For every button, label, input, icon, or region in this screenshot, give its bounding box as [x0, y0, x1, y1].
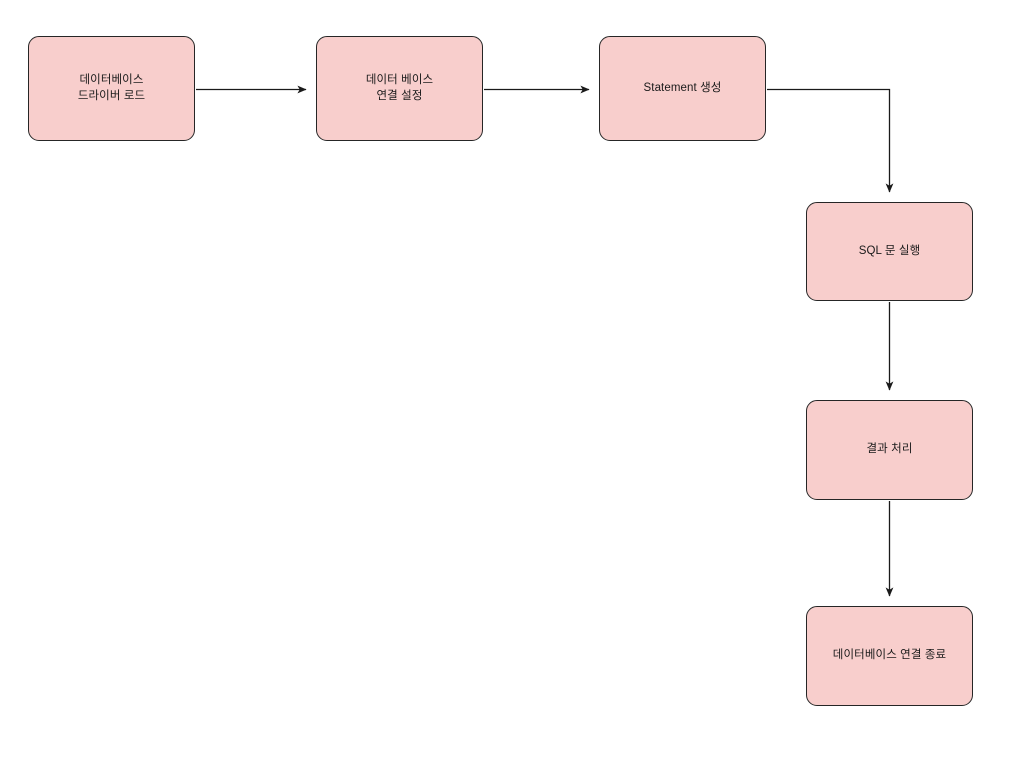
edge-create-statement-to-execute-sql — [767, 88, 894, 193]
node-create-statement[interactable]: Statement 생성 — [599, 36, 766, 141]
node-process-result-label: 결과 처리 — [866, 443, 913, 456]
node-execute-sql[interactable]: SQL 문 실행 — [806, 202, 973, 301]
node-execute-sql-label: SQL 문 실행 — [858, 244, 921, 257]
node-load-driver[interactable]: 데이터베이스 드라이버 로드 — [28, 36, 195, 141]
node-close-connection[interactable]: 데이터베이스 연결 종료 — [806, 606, 973, 706]
node-set-connection-label: 데이터 베이스 연결 설정 — [365, 73, 434, 102]
node-close-connection-label: 데이터베이스 연결 종료 — [832, 649, 947, 662]
node-set-connection[interactable]: 데이터 베이스 연결 설정 — [316, 36, 483, 141]
node-process-result[interactable]: 결과 처리 — [806, 400, 973, 500]
node-create-statement-label: Statement 생성 — [643, 81, 722, 94]
node-load-driver-label: 데이터베이스 드라이버 로드 — [77, 73, 146, 102]
